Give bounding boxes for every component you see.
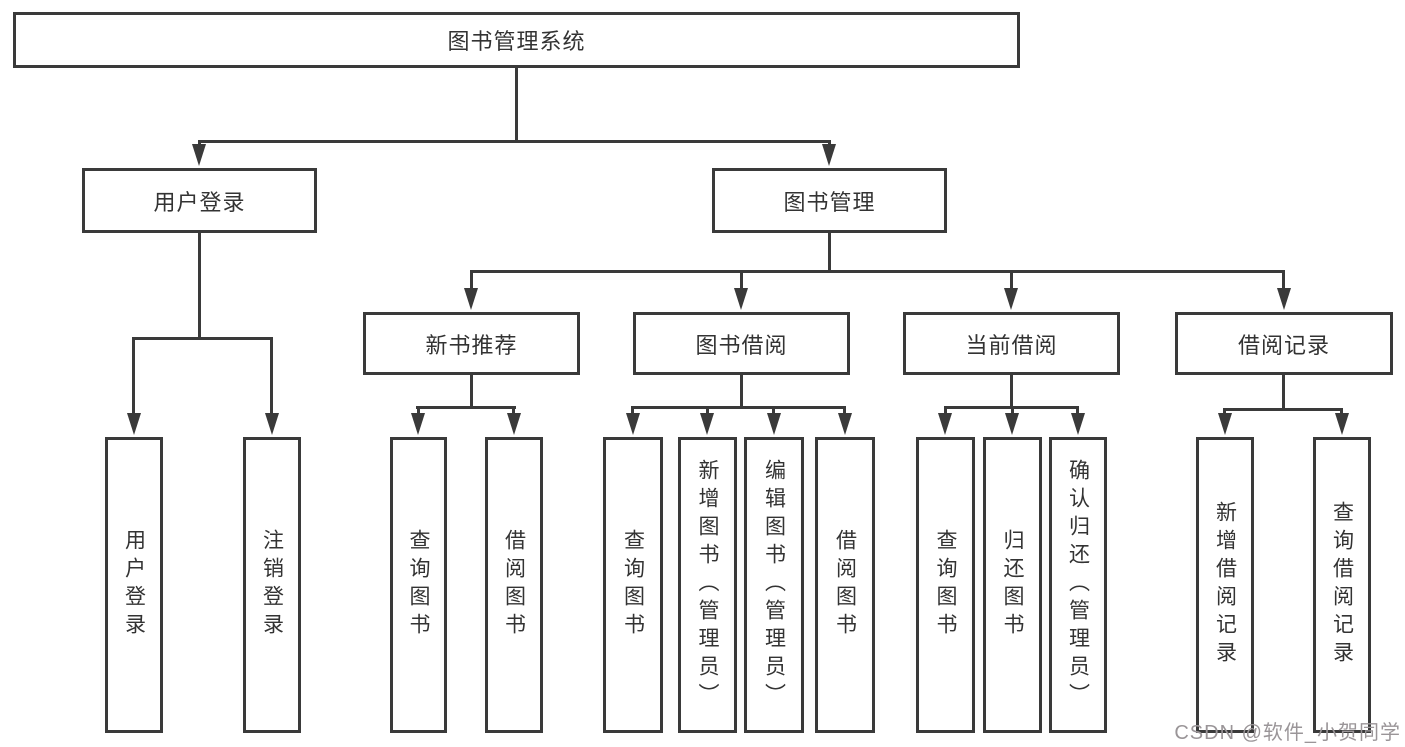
connector-line bbox=[1282, 375, 1285, 411]
node-label: 用户登录 bbox=[122, 529, 146, 641]
leaf-add-borrow-record: 新增借阅记录 bbox=[1196, 437, 1254, 733]
connector-line bbox=[828, 233, 831, 273]
arrowhead-down-icon bbox=[767, 413, 781, 435]
node-label: 图书管理 bbox=[783, 189, 876, 215]
arrowhead-down-icon bbox=[192, 144, 206, 166]
leaf-query-borrow-record: 查询借阅记录 bbox=[1313, 437, 1371, 733]
arrowhead-down-icon bbox=[1277, 288, 1291, 310]
arrowhead-down-icon bbox=[1218, 413, 1232, 435]
node-label: 查询图书 bbox=[621, 529, 645, 641]
connector-line bbox=[1076, 406, 1079, 416]
arrowhead-down-icon bbox=[411, 413, 425, 435]
node-label: 注销登录 bbox=[260, 529, 284, 641]
arrowhead-down-icon bbox=[1335, 413, 1349, 435]
leaf-query-books-recommend: 查询图书 bbox=[390, 437, 447, 733]
connector-line bbox=[515, 68, 518, 143]
node-borrow-records: 借阅记录 bbox=[1175, 312, 1393, 375]
node-label: 新增图书（管理员） bbox=[696, 459, 719, 711]
arrowhead-down-icon bbox=[734, 288, 748, 310]
node-label: 查询图书 bbox=[407, 529, 430, 641]
connector-line bbox=[198, 233, 201, 340]
leaf-query-books-borrow: 查询图书 bbox=[603, 437, 663, 733]
arrowhead-down-icon bbox=[1004, 288, 1018, 310]
arrowhead-down-icon bbox=[822, 144, 836, 166]
leaf-borrow-books: 借阅图书 bbox=[815, 437, 875, 733]
connector-line bbox=[470, 375, 473, 409]
node-label: 查询借阅记录 bbox=[1330, 501, 1354, 669]
node-label: 确认归还（管理员） bbox=[1066, 459, 1090, 711]
arrowhead-down-icon bbox=[626, 413, 640, 435]
connector-line bbox=[416, 406, 516, 409]
leaf-confirm-return-admin: 确认归还（管理员） bbox=[1049, 437, 1107, 733]
leaf-query-books-current: 查询图书 bbox=[916, 437, 975, 733]
connector-line bbox=[132, 337, 135, 415]
node-label: 归还图书 bbox=[1001, 529, 1024, 641]
node-label: 用户登录 bbox=[153, 189, 246, 215]
connector-line bbox=[512, 406, 515, 416]
connector-line bbox=[1223, 408, 1343, 411]
connector-line bbox=[417, 406, 420, 416]
arrowhead-down-icon bbox=[838, 413, 852, 435]
connector-line bbox=[132, 337, 273, 340]
connector-line bbox=[740, 270, 743, 290]
connector-line bbox=[1010, 375, 1013, 409]
node-current-borrow: 当前借阅 bbox=[903, 312, 1120, 375]
connector-line bbox=[470, 270, 473, 290]
arrowhead-down-icon bbox=[464, 288, 478, 310]
node-label: 图书管理系统 bbox=[447, 29, 586, 54]
connector-line bbox=[843, 406, 846, 416]
arrowhead-down-icon bbox=[700, 413, 714, 435]
node-new-book-recommend: 新书推荐 bbox=[363, 312, 580, 375]
node-root: 图书管理系统 bbox=[13, 12, 1020, 68]
node-label: 编辑图书（管理员） bbox=[762, 459, 786, 711]
node-label: 图书借阅 bbox=[695, 332, 788, 358]
node-label: 新增借阅记录 bbox=[1213, 501, 1237, 669]
arrowhead-down-icon bbox=[1071, 413, 1085, 435]
connector-line bbox=[740, 375, 743, 409]
leaf-add-books-admin: 新增图书（管理员） bbox=[678, 437, 737, 733]
node-label: 当前借阅 bbox=[965, 332, 1058, 358]
arrowhead-down-icon bbox=[1005, 413, 1019, 435]
connector-line bbox=[470, 270, 1285, 273]
leaf-user-login-action: 用户登录 bbox=[105, 437, 163, 733]
connector-line bbox=[1010, 270, 1013, 290]
connector-line bbox=[270, 337, 273, 415]
leaf-borrow-books-recommend: 借阅图书 bbox=[485, 437, 543, 733]
connector-line bbox=[1011, 406, 1014, 416]
node-book-management: 图书管理 bbox=[712, 168, 947, 233]
csdn-watermark: CSDN @软件_小贺同学 bbox=[1174, 722, 1401, 744]
connector-line bbox=[198, 140, 831, 143]
connector-line bbox=[631, 406, 846, 409]
connector-line bbox=[1223, 408, 1226, 416]
connector-line bbox=[944, 406, 947, 416]
node-label: 借阅图书 bbox=[502, 529, 526, 641]
leaf-logout-action: 注销登录 bbox=[243, 437, 301, 733]
node-label: 查询图书 bbox=[934, 529, 957, 641]
leaf-edit-books-admin: 编辑图书（管理员） bbox=[744, 437, 804, 733]
arrowhead-down-icon bbox=[507, 413, 521, 435]
node-user-login: 用户登录 bbox=[82, 168, 317, 233]
arrowhead-down-icon bbox=[938, 413, 952, 435]
node-book-borrow: 图书借阅 bbox=[633, 312, 850, 375]
node-label: 借阅图书 bbox=[833, 529, 857, 641]
connector-line bbox=[706, 406, 709, 416]
arrowhead-down-icon bbox=[265, 413, 279, 435]
leaf-return-books: 归还图书 bbox=[983, 437, 1042, 733]
node-label: 新书推荐 bbox=[425, 332, 518, 358]
connector-line bbox=[1282, 270, 1285, 290]
connector-line bbox=[1340, 408, 1343, 416]
connector-line bbox=[631, 406, 634, 416]
connector-line bbox=[772, 406, 775, 416]
arrowhead-down-icon bbox=[127, 413, 141, 435]
node-label: 借阅记录 bbox=[1237, 332, 1330, 358]
